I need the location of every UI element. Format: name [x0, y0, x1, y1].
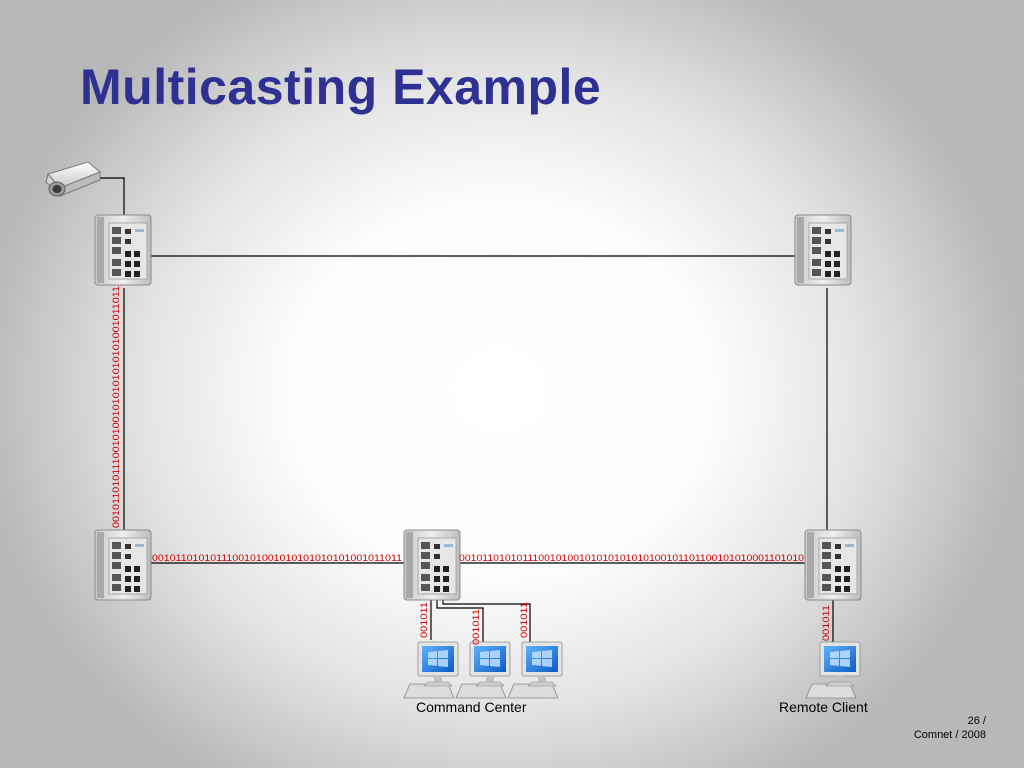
stream-drop-1: 001011	[419, 602, 429, 638]
network-switch-icon	[403, 529, 461, 601]
computer-icon	[805, 641, 861, 699]
camera-cable	[98, 177, 125, 218]
slide-footer: 26 / Comnet / 2008	[914, 714, 986, 742]
camera-icon	[45, 161, 101, 198]
stream-bottom-left: 0010110101011100101001010101010101001011…	[152, 553, 402, 563]
slide-title: Multicasting Example	[80, 59, 602, 115]
network-switch-icon	[794, 214, 852, 286]
page-number: 26 /	[967, 715, 986, 727]
command-center-label: Command Center	[416, 699, 527, 715]
stream-bottom-right: 0010110101011100101001010101010101001011…	[459, 553, 804, 563]
computer-icon	[455, 641, 511, 699]
drop-cable-2	[436, 600, 484, 646]
stream-drop-2: 001011	[471, 609, 481, 645]
footer-org: Comnet / 2008	[913, 729, 986, 741]
computer-icon	[507, 641, 563, 699]
remote-client-label: Remote Client	[779, 699, 868, 715]
network-switch-icon	[94, 214, 152, 286]
computer-icon	[403, 641, 459, 699]
drop-cable-3	[442, 600, 531, 646]
stream-vertical-left: 0010110101110010100101010101010100101101…	[111, 286, 121, 528]
stream-drop-remote: 001011	[821, 605, 831, 641]
network-switch-icon	[804, 529, 862, 601]
network-switch-icon	[94, 529, 152, 601]
stream-drop-3: 001011	[519, 602, 529, 638]
